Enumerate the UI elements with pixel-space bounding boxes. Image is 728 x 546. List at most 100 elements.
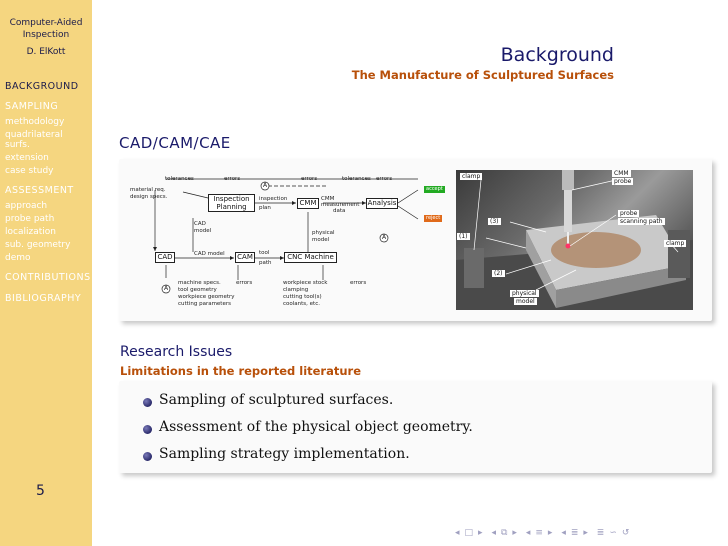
label-tolerances-1: tolerances xyxy=(165,176,194,182)
research-issues-body xyxy=(119,381,712,473)
nav-prev-icon[interactable]: ◂ xyxy=(455,528,461,538)
label-errors-1: errors xyxy=(224,176,241,182)
sidebar-item-approach[interactable]: approach xyxy=(5,201,48,211)
label-inspection-plan-2: plan xyxy=(259,205,271,211)
bullet-icon xyxy=(143,398,152,407)
label-cmm-data-1: CMM xyxy=(321,196,335,202)
frame-title: Background xyxy=(500,44,614,66)
photo-label-scanning-path: scanning path xyxy=(618,218,665,225)
sidebar-item-extension[interactable]: extension xyxy=(5,153,49,163)
cad-cam-cae-diagram: A A A tolerances errors errors tolerance… xyxy=(128,170,458,320)
marker-a-bottom: A xyxy=(164,285,169,292)
sidebar-item-sub-geometry[interactable]: sub. geometry xyxy=(5,240,71,250)
research-issues-subtitle: Limitations in the reported literature xyxy=(120,364,362,378)
photo-label-cmm: CMM xyxy=(612,170,631,177)
nav-search-icon[interactable]: ∽ xyxy=(609,528,618,538)
marker-a-right: A xyxy=(382,234,387,241)
tag-reject: reject xyxy=(424,215,443,222)
sidebar-section-sampling[interactable]: SAMPLING xyxy=(5,101,59,112)
label-cad-model-1: CAD xyxy=(194,221,206,227)
research-issues-title: Research Issues xyxy=(120,344,233,360)
nav-subsection-icon[interactable]: ⧉ xyxy=(500,528,509,538)
nav-next-subsection-icon[interactable]: ▸ xyxy=(512,528,518,538)
box-cad: CAD xyxy=(155,252,175,263)
nav-prev-section-icon[interactable]: ◂ xyxy=(525,528,532,538)
tag-accept: accept xyxy=(424,186,445,193)
sidebar-section-background[interactable]: BACKGROUND xyxy=(5,81,79,92)
photo-label-clamp-right: clamp xyxy=(664,240,687,247)
label-workpiece-geometry: workpiece geometry xyxy=(178,294,235,300)
label-cmm-data-3: data xyxy=(333,208,346,214)
box-inspection-planning-line2: Planning xyxy=(216,203,247,211)
label-physical-model-2: model xyxy=(312,237,330,243)
label-cmm-data-2: measurement xyxy=(321,202,360,208)
photo-illustration xyxy=(456,170,693,310)
photo-label-probe: probe xyxy=(612,178,634,185)
nav-next-icon[interactable]: ▸ xyxy=(478,528,484,538)
label-coolants: coolants, etc. xyxy=(283,301,320,307)
sidebar-item-quadrilateral[interactable]: quadrilateral xyxy=(5,130,63,140)
sidebar-item-case-study[interactable]: case study xyxy=(5,166,54,176)
label-errors-3: errors xyxy=(376,176,393,182)
sidebar-section-contributions[interactable]: CONTRIBUTIONS xyxy=(5,272,91,283)
sidebar-section-bibliography[interactable]: BIBLIOGRAPHY xyxy=(5,293,82,304)
label-tool-geometry: tool geometry xyxy=(178,287,217,293)
photo-label-physical: physical xyxy=(510,290,539,297)
sidebar-item-methodology[interactable]: methodology xyxy=(5,117,65,127)
diagram-lines xyxy=(153,178,419,294)
sidebar: Computer-Aided Inspection D. ElKott BACK… xyxy=(0,0,92,546)
photo-label-model: model xyxy=(514,298,537,305)
cmm-probe-photo: clamp CMM probe probe scanning path (3) … xyxy=(456,170,693,310)
label-cad-model-arrow: CAD model xyxy=(194,251,225,257)
label-physical-model-1: physical xyxy=(312,230,335,236)
label-cutting-tools: cutting tool(s) xyxy=(283,294,322,300)
box-inspection-planning-line1: Inspection xyxy=(213,195,250,203)
sidebar-title-line1[interactable]: Computer-Aided xyxy=(9,18,83,28)
list-item-text: Sampling strategy implementation. xyxy=(159,446,410,462)
sidebar-item-demo[interactable]: demo xyxy=(5,253,31,263)
photo-label-1: (1) xyxy=(457,233,470,240)
page-number: 5 xyxy=(36,483,45,499)
block-title: CAD/CAM/CAE xyxy=(119,134,231,152)
label-errors-2: errors xyxy=(301,176,318,182)
label-errors-4: errors xyxy=(236,280,253,286)
nav-prev-subsection-icon[interactable]: ◂ xyxy=(491,528,497,538)
label-inspection-plan-1: inspection xyxy=(259,196,288,202)
photo-label-clamp-top: clamp xyxy=(460,173,483,180)
label-tool-path-1: tool xyxy=(259,250,270,256)
label-machine-specs: machine specs. xyxy=(178,280,221,286)
box-cmm: CMM xyxy=(297,198,319,209)
nav-back-icon[interactable]: ↺ xyxy=(621,528,631,538)
list-item-text: Assessment of the physical object geomet… xyxy=(159,419,473,435)
sidebar-item-probe-path[interactable]: probe path xyxy=(5,214,55,224)
nav-align-icon[interactable]: ≣ xyxy=(596,528,606,538)
beamer-navigation: ◂□▸ ◂⧉▸ ◂≡▸ ◂≣▸ ≣∽↺ xyxy=(455,528,634,538)
sidebar-item-surfs[interactable]: surfs. xyxy=(5,140,30,150)
photo-label-2: (2) xyxy=(492,270,505,277)
sidebar-section-assessment[interactable]: ASSESSMENT xyxy=(5,185,74,196)
nav-section-icon[interactable]: ≡ xyxy=(535,528,544,538)
sidebar-item-localization[interactable]: localization xyxy=(5,227,56,237)
label-workpiece-stock: workpiece stock xyxy=(283,280,328,286)
nav-frame-icon[interactable]: □ xyxy=(464,528,475,538)
label-cad-model-2: model xyxy=(194,228,212,234)
sidebar-title-line2[interactable]: Inspection xyxy=(22,30,70,40)
photo-label-probe-2: probe xyxy=(618,210,640,217)
bullet-icon xyxy=(143,425,152,434)
box-cam: CAM xyxy=(235,252,255,263)
label-clamping: clamping xyxy=(283,287,309,293)
label-errors-5: errors xyxy=(350,280,367,286)
box-cnc-machine: CNC Machine xyxy=(284,252,337,263)
sidebar-author[interactable]: D. ElKott xyxy=(26,47,66,57)
nav-next-part-icon[interactable]: ▸ xyxy=(583,528,589,538)
photo-label-3: (3) xyxy=(488,218,501,225)
label-tolerances-2: tolerances xyxy=(342,176,371,182)
box-analysis: Analysis xyxy=(366,198,398,209)
label-tool-path-2: path xyxy=(259,260,272,266)
box-inspection-planning: Inspection Planning xyxy=(208,194,255,212)
bullet-icon xyxy=(143,452,152,461)
nav-next-section-icon[interactable]: ▸ xyxy=(547,528,554,538)
label-cutting-parameters: cutting parameters xyxy=(178,301,231,307)
nav-prev-part-icon[interactable]: ◂ xyxy=(561,528,567,538)
nav-part-icon[interactable]: ≣ xyxy=(570,528,580,538)
